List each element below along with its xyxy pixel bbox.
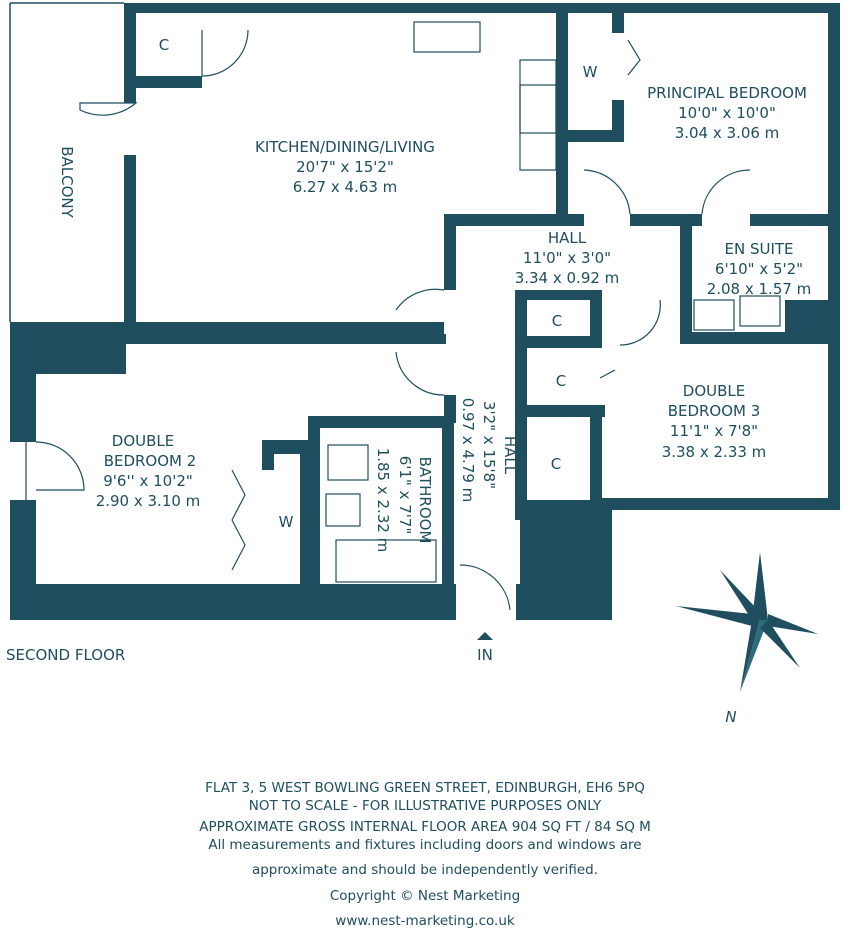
hall-metric: 3.34 x 0.92 m [515,269,620,287]
fixtures [25,21,833,583]
entrance-arrow-icon [477,632,493,640]
bedroom3-name-line1: DOUBLE [683,382,745,400]
website-link[interactable]: www.nest-marketing.co.uk [335,913,515,929]
walls [10,3,840,620]
bathroom-metric: 1.85 x 2.32 m [374,448,392,553]
address: FLAT 3, 5 WEST BOWLING GREEN STREET, EDI… [205,780,645,796]
principal-bedroom-name: PRINCIPAL BEDROOM [647,84,807,102]
balcony-name: BALCONY [58,146,76,218]
wardrobe-label: W [583,63,598,81]
hall-vertical-name: HALL [501,436,519,475]
bathroom-imperial: 6'1" x 7'7" [396,456,414,535]
floor-area: APPROXIMATE GROSS INTERNAL FLOOR AREA 90… [199,819,651,835]
hall-vertical-imperial: 3'2" x 15'8" [480,401,498,489]
hall-name: HALL [548,229,587,247]
copyright: Copyright © Nest Marketing [329,887,521,904]
floor-label: SECOND FLOOR [6,646,125,664]
bedroom3-name-line2: BEDROOM 3 [668,402,761,420]
bathroom-name: BATHROOM [416,457,434,544]
compass-north-label: N [725,708,736,726]
compass-rose-icon [676,552,818,692]
kitchen-metric: 6.27 x 4.63 m [293,178,398,196]
kitchen-imperial: 20'7" x 15'2" [296,158,394,176]
hall-imperial: 11'0" x 3'0" [523,249,611,267]
bedroom3-metric: 3.38 x 2.33 m [662,443,767,461]
wardrobe-label: W [279,513,294,531]
door-swings [35,29,751,611]
principal-bedroom-metric: 3.04 x 3.06 m [675,124,780,142]
principal-bedroom-imperial: 10'0" x 10'0" [678,104,776,122]
hall-vertical-metric: 0.97 x 4.79 m [459,398,477,503]
bedroom2-imperial: 9'6'' x 10'2" [103,472,193,490]
cupboard-label: C [551,455,561,473]
bedroom3-imperial: 11'1" x 7'8" [670,422,758,440]
bedroom2-metric: 2.90 x 3.10 m [96,492,201,510]
cupboard-label: C [556,372,566,390]
scale-note: NOT TO SCALE - FOR ILLUSTRATIVE PURPOSES… [248,797,602,814]
bedroom2-name-line2: BEDROOM 2 [104,452,197,470]
disclaimer-line2: approximate and should be independently … [251,862,599,878]
cupboard-label: C [552,312,562,330]
en-suite-imperial: 6'10" x 5'2" [715,260,803,278]
kitchen-name: KITCHEN/DINING/LIVING [255,138,435,156]
entrance-label: IN [477,646,493,664]
disclaimer-line1: All measurements and fixtures including … [208,836,642,853]
cupboard-label: C [159,36,169,54]
en-suite-metric: 2.08 x 1.57 m [707,280,812,298]
balcony-outline [9,2,124,322]
cupboard-label: C [532,550,542,568]
footer: FLAT 3, 5 WEST BOWLING GREEN STREET, EDI… [0,778,850,933]
bedroom2-name-line1: DOUBLE [112,432,174,450]
en-suite-name: EN SUITE [724,240,793,258]
